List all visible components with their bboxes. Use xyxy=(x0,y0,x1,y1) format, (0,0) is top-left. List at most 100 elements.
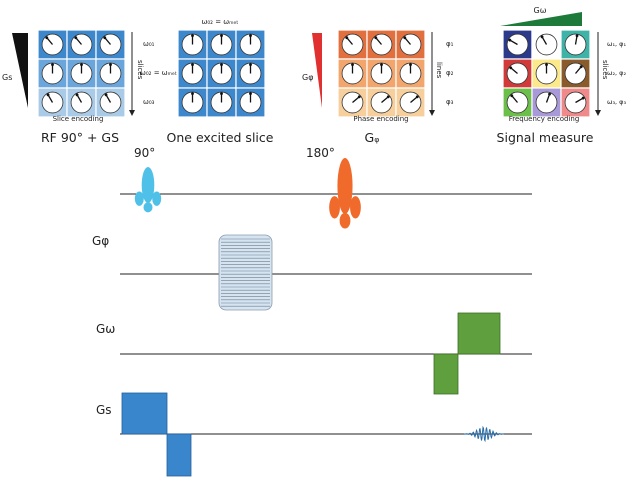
spin-vector-tip xyxy=(74,36,78,40)
panel-excited-slice: ω₀₂ = ωₘₑₜ One excited slice xyxy=(167,18,274,145)
spin-vector-tip xyxy=(575,34,579,38)
lines-arrow-head xyxy=(429,110,435,116)
panel-title-excited: One excited slice xyxy=(167,130,274,145)
slices-arrow-head xyxy=(129,110,135,116)
gs-negative-lobe xyxy=(166,433,192,477)
freq-value-1: ω₁, φ₁ xyxy=(607,40,626,48)
spin-vector-tip xyxy=(103,36,107,40)
phase-value-3: φ₃ xyxy=(446,98,454,106)
spin-vector xyxy=(541,36,548,45)
spin-vector-tip xyxy=(220,63,223,67)
slice-value-1: ω₀₁ xyxy=(143,40,155,48)
spin-vector-tip xyxy=(75,93,79,97)
pulse-180-label: 180° xyxy=(306,146,335,160)
spin-vector-tip xyxy=(45,36,49,40)
frequency-encoding-caption: Frequency encoding xyxy=(509,115,580,123)
gomega-positive-lobe xyxy=(457,312,501,355)
phase-encoding-caption: Phase encoding xyxy=(353,115,408,123)
spin-vector xyxy=(574,35,578,45)
gomega-row: Gω xyxy=(96,312,532,395)
pulse-side-lobe xyxy=(350,196,361,219)
spin-vector xyxy=(375,37,382,45)
pulse-side-lobe xyxy=(134,191,144,206)
gs-positive-lobe xyxy=(121,392,168,435)
pulse-lower-lobe xyxy=(339,212,351,229)
spin-vector-tip xyxy=(509,66,513,70)
panel-slice-encoding: Gs Slice encoding slices ω₀₁ ω₀₂ = ωₘₑₜ … xyxy=(2,29,177,145)
rf-row: 90° 180° xyxy=(120,146,532,229)
phase-encoding-grid xyxy=(337,29,426,118)
pulse-90-label: 90° xyxy=(134,146,155,160)
gs-row: Gs xyxy=(96,392,532,477)
frequency-encoding-grid xyxy=(502,29,591,118)
spin-vector xyxy=(404,37,411,45)
slice-value-3: ω₀₃ xyxy=(143,98,155,106)
excited-slice-grid xyxy=(177,29,266,118)
panel-title-signal: Signal measure xyxy=(497,130,594,145)
spin-vector-tip xyxy=(510,94,514,98)
spin-vector xyxy=(75,37,82,45)
spin-vector-tip xyxy=(545,63,548,67)
spin-vector xyxy=(509,39,518,46)
spin-vector-tip xyxy=(351,63,354,67)
gomega-negative-lobe xyxy=(433,353,459,395)
spin-vector xyxy=(511,95,518,103)
freq-slices-side-label: slices xyxy=(601,60,609,80)
pulse-main-lobe xyxy=(337,158,353,214)
rf-pulse-180 xyxy=(329,158,361,229)
freq-slices-arrow-head xyxy=(595,110,601,116)
spin-vector-tip xyxy=(191,63,194,67)
spin-vector-tip xyxy=(380,63,383,67)
gomega-gradient-label: Gω xyxy=(534,6,547,15)
spin-vector-tip xyxy=(386,95,390,99)
pulse-lower-lobe xyxy=(143,202,153,213)
gphi-row: Gφ xyxy=(92,234,532,311)
spin-vector-tip xyxy=(403,36,407,40)
pulse-side-lobe xyxy=(152,191,162,206)
pulse-side-lobe xyxy=(329,196,340,219)
panel-title-rf90: RF 90° + GS xyxy=(41,130,119,145)
gphi-gradient-label: Gφ xyxy=(302,73,313,82)
lines-side-label: lines xyxy=(435,62,443,79)
spin-vector xyxy=(346,37,353,45)
spin-vector xyxy=(46,37,53,45)
slice-value-2: ω₀₂ = ωₘₑₜ xyxy=(140,69,177,77)
phase-value-1: φ₁ xyxy=(446,40,454,48)
spin-vector xyxy=(510,67,518,74)
gphi-row-label: Gφ xyxy=(92,234,109,248)
spin-vector-tip xyxy=(540,35,544,39)
gs-gradient-label: Gs xyxy=(2,73,12,82)
spin-vector-tip xyxy=(249,34,252,38)
slices-side-label: slices xyxy=(136,60,144,80)
spin-vector-tip xyxy=(191,34,194,38)
spin-vector-tip xyxy=(80,63,83,67)
spin-vector xyxy=(105,94,112,103)
spin-vector xyxy=(47,94,54,103)
phase-table-body xyxy=(218,234,273,311)
panel-frequency-encoding: Gω Frequency encoding slices ω₁, φ₁ ω₂, … xyxy=(497,6,627,145)
spin-vector-tip xyxy=(409,63,412,67)
phase-value-2: φ₂ xyxy=(446,69,454,77)
echo-signal xyxy=(463,425,505,443)
gs-row-label: Gs xyxy=(96,403,112,417)
freq-value-3: ω₃, φ₃ xyxy=(607,98,626,106)
pulse-main-lobe xyxy=(141,167,155,203)
spin-vector xyxy=(575,66,582,74)
spin-vector-tip xyxy=(581,96,585,100)
spin-vector xyxy=(104,37,111,45)
spin-vector xyxy=(575,97,584,104)
gs-gradient-wedge xyxy=(12,33,28,108)
spin-vector xyxy=(545,93,551,103)
spin-vector-tip xyxy=(508,38,512,42)
spin-vector-tip xyxy=(579,65,583,69)
gomega-gradient-wedge xyxy=(500,12,582,26)
spin-vector-tip xyxy=(51,63,54,67)
spin-vector-tip xyxy=(357,95,361,99)
spin-vector-tip xyxy=(415,95,419,99)
spin-vector-tip xyxy=(220,34,223,38)
phase-gradient-table xyxy=(218,234,273,311)
panel-phase-encoding: Gφ Phase encoding lines φ₁ φ₂ φ₃ Gᵩ xyxy=(302,29,454,145)
spin-vector xyxy=(352,96,360,103)
excited-slice-top-label: ω₀₂ = ωₘₑₜ xyxy=(202,18,239,26)
